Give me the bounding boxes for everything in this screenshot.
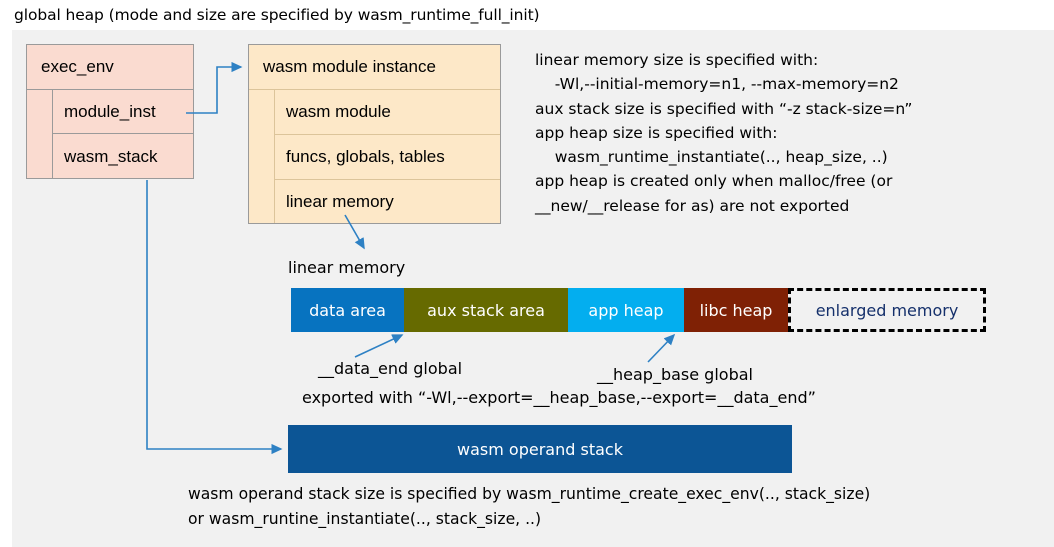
linear-memory-label: linear memory xyxy=(288,258,406,277)
exec-env-box: exec_env module_inst wasm_stack xyxy=(26,44,194,179)
exec-env-header: exec_env xyxy=(27,45,193,90)
memory-segment-enlarged-memory: enlarged memory xyxy=(788,288,986,332)
wmi-row-linear-memory: linear memory xyxy=(286,192,394,211)
operand-stack-note: wasm operand stack size is specified by … xyxy=(188,485,871,528)
memory-segment-libc-heap: libc heap xyxy=(684,288,788,332)
linear-memory-note: linear memory size is specified with: -W… xyxy=(535,51,913,215)
wasm-module-instance-header: wasm module instance xyxy=(249,45,500,90)
wasm-module-instance-indent-rule xyxy=(274,90,275,223)
exec-env-indent-rule xyxy=(52,90,53,178)
wasm-operand-stack-box: wasm operand stack xyxy=(288,425,792,473)
memory-segment-aux-stack-area: aux stack area xyxy=(404,288,568,332)
memory-segment-data-area: data area xyxy=(291,288,404,332)
heap-base-annotation: __heap_base global xyxy=(597,365,753,384)
exported-annotation: exported with “-Wl,--export=__heap_base,… xyxy=(302,388,816,407)
memory-segment-app-heap: app heap xyxy=(568,288,684,332)
wasm-module-instance-box: wasm module instance wasm module funcs, … xyxy=(248,44,501,224)
wmi-row-funcs-globals-tables: funcs, globals, tables xyxy=(275,135,500,180)
page-title: global heap (mode and size are specified… xyxy=(14,6,540,24)
exec-env-row-wasm-stack: wasm_stack xyxy=(64,146,158,166)
data-end-annotation: __data_end global xyxy=(318,359,463,378)
exec-env-row-module-inst: module_inst xyxy=(53,90,193,134)
wmi-row-wasm-module: wasm module xyxy=(275,90,500,135)
